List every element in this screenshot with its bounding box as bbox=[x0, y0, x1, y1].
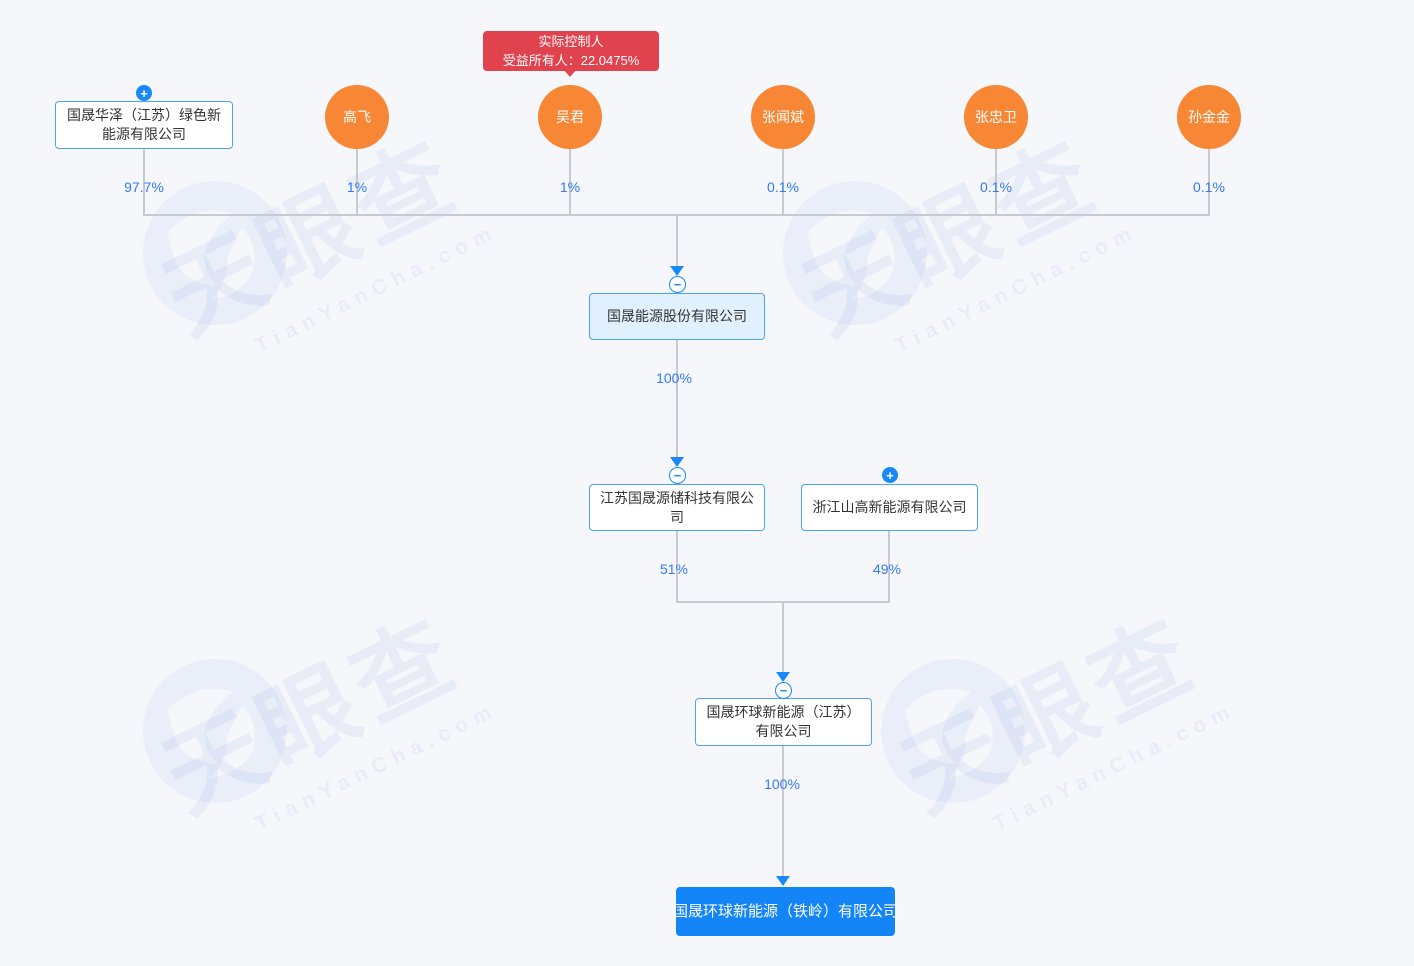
company-box-level2-right[interactable]: 浙江山高新能源有限公司 bbox=[801, 484, 978, 531]
percent-label: 1% bbox=[346, 179, 368, 195]
watermark-en: TianYanCha.com bbox=[891, 220, 1142, 358]
banner-line1: 实际控制人 bbox=[538, 34, 604, 49]
tianyancha-logo-icon bbox=[143, 181, 287, 325]
connector-line bbox=[888, 531, 890, 603]
banner-line2: 受益所有人：22.0475% bbox=[502, 53, 640, 68]
watermark: 天眼查 TianYanCha.com bbox=[140, 528, 520, 836]
tianyancha-logo-icon bbox=[143, 659, 287, 803]
tianyancha-logo-icon bbox=[881, 659, 1025, 803]
percent-label: 97.7% bbox=[124, 179, 164, 195]
connector-line bbox=[356, 149, 358, 216]
connector-line bbox=[782, 149, 784, 216]
expand-plus-icon[interactable]: + bbox=[882, 467, 898, 483]
arrow-down-icon bbox=[670, 457, 684, 467]
percent-label: 100% bbox=[656, 370, 692, 386]
collapse-minus-icon[interactable]: − bbox=[669, 467, 686, 484]
connector-line bbox=[782, 601, 784, 672]
actual-controller-banner: 实际控制人 受益所有人：22.0475% bbox=[483, 31, 659, 71]
percent-label: 0.1% bbox=[1193, 179, 1225, 195]
company-box-target[interactable]: 国晟环球新能源（铁岭）有限公司 bbox=[673, 887, 898, 936]
percent-label: 49% bbox=[872, 561, 902, 577]
person-circle[interactable]: 张忠卫 bbox=[964, 85, 1028, 149]
banner-pointer-icon bbox=[564, 70, 576, 77]
connector-line bbox=[676, 214, 678, 267]
connector-line bbox=[1208, 149, 1210, 216]
percent-label: 51% bbox=[659, 561, 689, 577]
connector-line bbox=[143, 149, 145, 216]
person-circle[interactable]: 吴君 bbox=[538, 85, 602, 149]
shareholder-company-box[interactable]: 国晟华泽（江苏）绿色新能源有限公司 bbox=[55, 101, 233, 149]
company-box-level1[interactable]: 国晟能源股份有限公司 bbox=[589, 293, 765, 340]
connector-line bbox=[676, 531, 678, 603]
arrow-down-icon bbox=[776, 876, 790, 886]
company-box-level2-left[interactable]: 江苏国晟源储科技有限公司 bbox=[589, 484, 765, 531]
watermark: 天眼查 TianYanCha.com bbox=[140, 50, 520, 358]
company-box-level3[interactable]: 国晟环球新能源（江苏）有限公司 bbox=[695, 698, 872, 746]
connector-line bbox=[782, 746, 784, 876]
watermark-cn: 天眼查 bbox=[886, 599, 1214, 833]
watermark-cn: 天眼查 bbox=[148, 599, 476, 833]
person-circle[interactable]: 孙金金 bbox=[1177, 85, 1241, 149]
watermark-en: TianYanCha.com bbox=[989, 698, 1240, 836]
connector-line bbox=[676, 340, 678, 457]
percent-label: 0.1% bbox=[767, 179, 799, 195]
person-circle[interactable]: 张闻斌 bbox=[751, 85, 815, 149]
tianyancha-logo-icon bbox=[783, 181, 927, 325]
person-circle[interactable]: 高飞 bbox=[325, 85, 389, 149]
percent-label: 0.1% bbox=[980, 179, 1012, 195]
watermark-en: TianYanCha.com bbox=[251, 220, 502, 358]
expand-plus-icon[interactable]: + bbox=[136, 85, 152, 101]
arrow-down-icon bbox=[670, 266, 684, 276]
arrow-down-icon bbox=[776, 672, 790, 682]
collapse-minus-icon[interactable]: − bbox=[775, 682, 792, 699]
watermark-cn: 天眼查 bbox=[148, 121, 476, 355]
percent-label: 100% bbox=[764, 776, 800, 792]
watermark-cn: 天眼查 bbox=[788, 121, 1116, 355]
connector-line bbox=[995, 149, 997, 216]
collapse-minus-icon[interactable]: − bbox=[669, 276, 686, 293]
watermark: 天眼查 TianYanCha.com bbox=[780, 50, 1160, 358]
watermark-en: TianYanCha.com bbox=[251, 698, 502, 836]
percent-label: 1% bbox=[559, 179, 581, 195]
connector-line bbox=[569, 149, 571, 216]
